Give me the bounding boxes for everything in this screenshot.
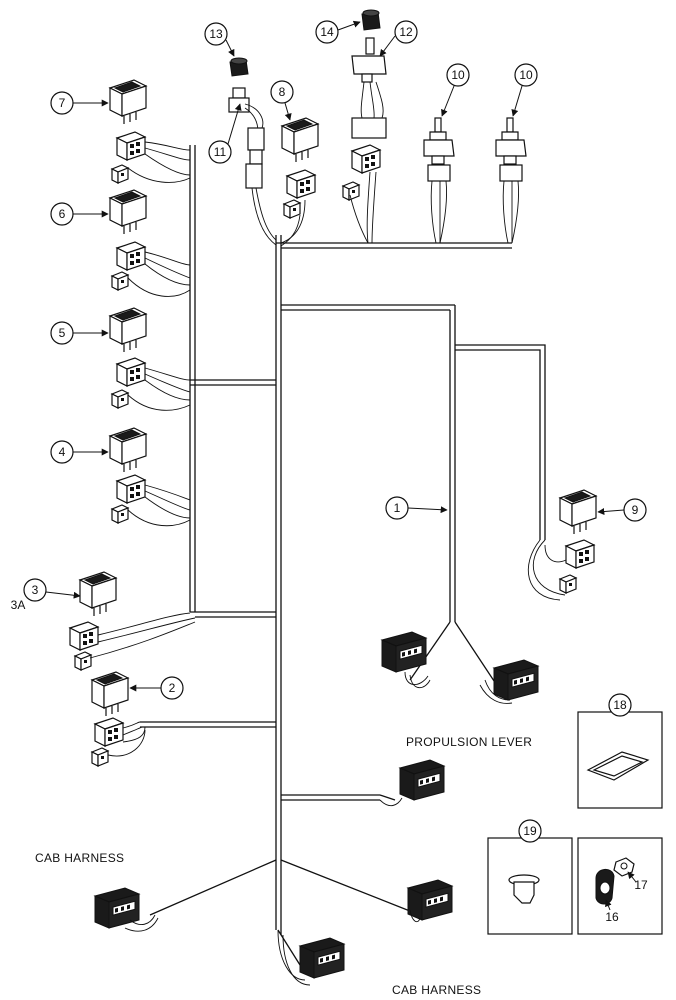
svg-text:17: 17 — [634, 878, 648, 892]
callout-6: 6 — [50, 202, 109, 226]
svg-text:4: 4 — [59, 445, 66, 459]
callout-4: 4 — [50, 440, 109, 464]
callout-2: 2 — [129, 676, 184, 700]
svg-text:3A: 3A — [11, 598, 26, 612]
svg-text:9: 9 — [632, 503, 639, 517]
callout-3a: 3A — [11, 598, 26, 612]
svg-text:7: 7 — [59, 96, 66, 110]
label-cab-harness-bottom: CAB HARNESS — [392, 983, 481, 997]
svg-text:6: 6 — [59, 207, 66, 221]
callout-18: 18 — [608, 693, 632, 717]
svg-text:10: 10 — [519, 68, 533, 82]
callout-9: 9 — [597, 498, 647, 522]
callout-7: 7 — [50, 91, 109, 115]
callout-13: 13 — [204, 22, 235, 57]
callout-11: 11 — [208, 103, 242, 164]
svg-text:12: 12 — [399, 25, 413, 39]
switch-4-group — [109, 427, 191, 527]
callout-17: 17 — [627, 871, 648, 892]
propulsion-connector-left — [381, 631, 431, 689]
svg-text:18: 18 — [613, 698, 627, 712]
callout-1: 1 — [385, 496, 448, 520]
propulsion-lever-connector — [379, 759, 445, 807]
callout-14: 14 — [315, 20, 361, 44]
svg-text:14: 14 — [320, 25, 334, 39]
svg-text:1: 1 — [394, 501, 401, 515]
switch-9-group — [527, 489, 597, 601]
propulsion-connector-right — [479, 659, 539, 704]
label-cab-harness-left: CAB HARNESS — [35, 851, 124, 865]
svg-text:3: 3 — [32, 583, 39, 597]
switch-8-group — [280, 117, 319, 247]
svg-text:2: 2 — [169, 681, 176, 695]
svg-text:16: 16 — [605, 910, 619, 924]
switch-2-group — [91, 671, 146, 767]
callout-16: 16 — [605, 899, 619, 924]
callout-3: 3 — [23, 578, 81, 602]
toggle-10a-group — [423, 117, 455, 244]
detail-box-18 — [577, 711, 663, 809]
switch-7-group — [109, 79, 191, 184]
cab-harness-connector-right — [407, 879, 453, 923]
callout-5: 5 — [50, 321, 109, 345]
svg-text:10: 10 — [451, 68, 465, 82]
svg-text:11: 11 — [214, 145, 227, 159]
main-harness-trunk — [140, 145, 546, 966]
svg-text:13: 13 — [209, 27, 223, 41]
svg-text:8: 8 — [279, 85, 286, 99]
cab-harness-connector-left — [94, 887, 159, 932]
svg-text:19: 19 — [523, 824, 537, 838]
switch-5-group — [109, 307, 191, 411]
component-12-14-group — [342, 9, 387, 244]
callout-10a: 10 — [441, 63, 470, 117]
callout-8: 8 — [270, 80, 294, 121]
cab-harness-connector-bottom — [277, 929, 345, 986]
callout-10b: 10 — [511, 63, 538, 117]
label-propulsion-lever: PROPULSION LEVER — [406, 735, 532, 749]
component-11-13-group — [228, 57, 277, 246]
detail-box-19 — [487, 837, 573, 935]
toggle-10b-group — [495, 117, 527, 244]
callout-12: 12 — [379, 20, 418, 57]
switch-6-group — [109, 189, 191, 297]
callout-19: 19 — [518, 819, 542, 843]
svg-text:5: 5 — [59, 326, 66, 340]
detail-box-16-17 — [577, 837, 663, 935]
switch-3-group — [69, 571, 196, 671]
